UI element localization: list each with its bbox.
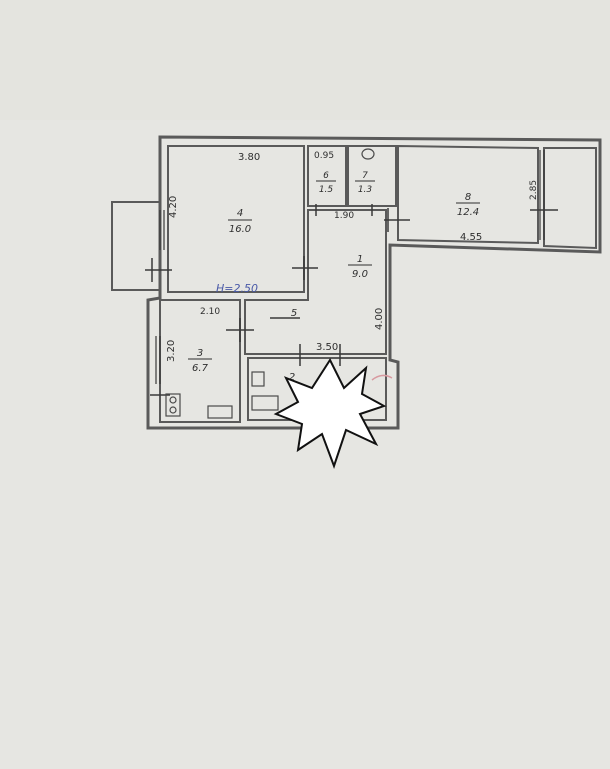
dim-room8-depth: 2.85 — [529, 180, 539, 200]
bathtub-icon — [251, 395, 279, 411]
room-4-number: 4 — [237, 208, 243, 219]
dim-room6-width: 0.95 — [314, 151, 334, 161]
room-7-number: 7 — [362, 171, 368, 181]
stove-icon — [165, 393, 181, 417]
starburst-sticker — [273, 357, 387, 469]
burner-icon — [169, 396, 177, 404]
dim-room4-depth: 4.20 — [168, 196, 179, 218]
room-7-area: 1.3 — [358, 185, 373, 195]
dim-room4-width: 3.80 — [238, 152, 260, 163]
room-6-number: 6 — [323, 171, 329, 181]
paper-shade — [0, 0, 610, 120]
room-labels: 4 16.0 6 1.5 7 1.3 8 12.4 1 9.0 3 6.7 5 … — [188, 171, 480, 383]
room-3-area: 6.7 — [192, 363, 209, 374]
ceiling-height-label: H=2.50 — [216, 282, 258, 295]
room-8-number: 8 — [465, 192, 471, 203]
dim-bottom-width: 3.50 — [316, 342, 338, 353]
dim-room8-width: 4.55 — [460, 232, 482, 243]
windows — [155, 150, 545, 384]
room-1-number: 1 — [357, 254, 363, 265]
room-6-area: 1.5 — [319, 185, 334, 195]
room-3-number: 3 — [197, 348, 203, 359]
dimension-labels: 3.80 4.20 0.95 1.90 2.85 4.55 2.10 3.20 … — [166, 151, 539, 362]
room-4-area: 16.0 — [229, 224, 251, 235]
dim-corridor-width: 1.90 — [334, 211, 354, 221]
hall-1-outline — [244, 209, 387, 355]
fixtures — [165, 148, 375, 419]
dim-room3-depth: 3.20 — [166, 340, 177, 362]
room-6-outline — [307, 145, 347, 207]
room-1-area: 9.0 — [352, 269, 368, 280]
red-ink-mark — [371, 374, 393, 381]
room-8-outline — [397, 144, 539, 245]
toilet-icon — [361, 148, 375, 160]
sink-icon — [207, 405, 233, 419]
balcony-outline — [111, 201, 160, 291]
room-4-outline — [167, 145, 305, 293]
dim-room3-width: 2.10 — [200, 307, 220, 317]
dim-room1-depth: 4.00 — [374, 308, 385, 330]
washbasin-icon — [251, 371, 265, 387]
burner-icon — [169, 406, 177, 414]
room-5-number: 5 — [291, 308, 297, 319]
room-2-number: 2 — [289, 372, 295, 383]
outer-wall — [146, 135, 602, 430]
room-8-area: 12.4 — [457, 207, 479, 218]
